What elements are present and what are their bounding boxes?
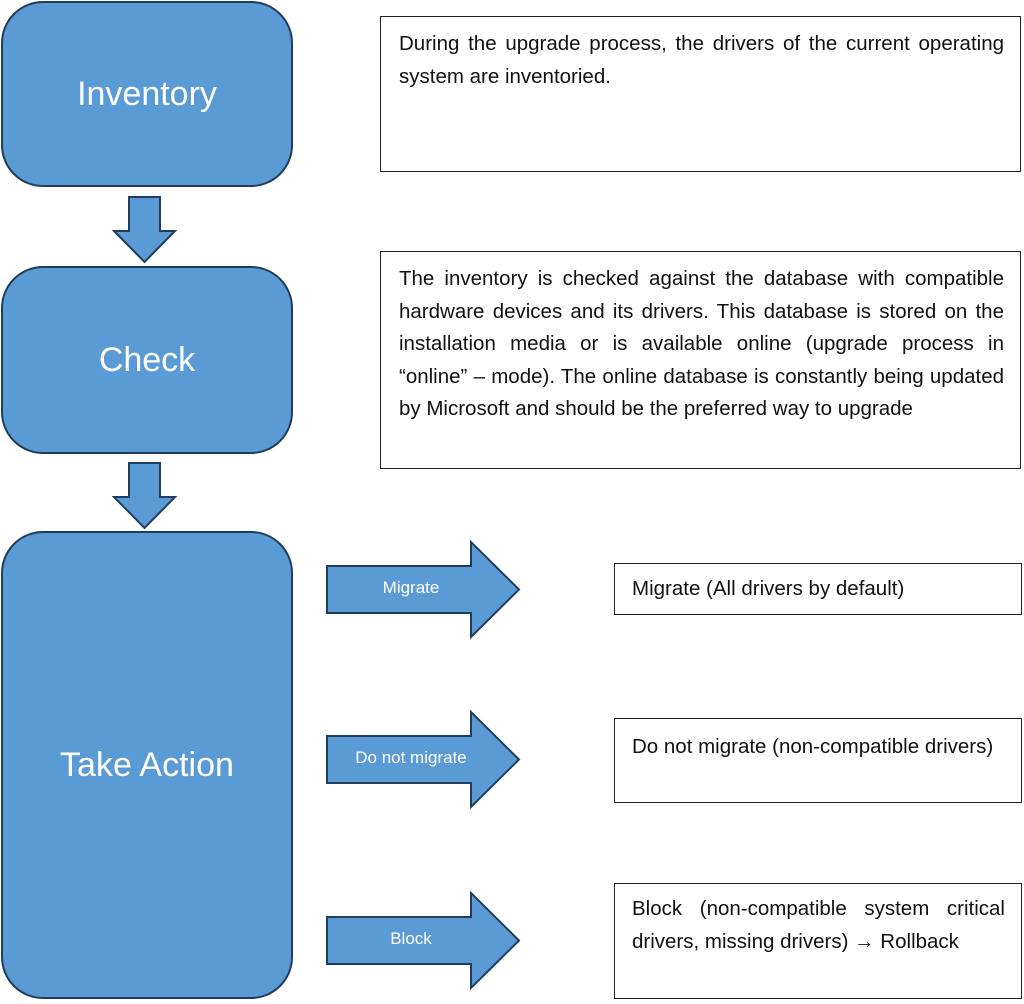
right-arrow-do-not-migrate [326, 709, 521, 810]
node-check: Check [1, 266, 293, 454]
arrow-label-migrate: Migrate [327, 569, 495, 607]
node-inventory-label: Inventory [77, 74, 217, 113]
node-check-label: Check [98, 340, 196, 379]
node-take-action: Take Action [1, 531, 293, 999]
arrow-label-block-text: Block [390, 929, 432, 948]
inventory-description-box: During the upgrade process, the drivers … [380, 16, 1021, 172]
right-arrow-migrate [326, 539, 521, 640]
node-take-action-label: Take Action [60, 745, 234, 784]
arrow-label-block: Block [327, 920, 495, 958]
result-block-text: Block (non-compatible system critical dr… [632, 897, 1005, 953]
check-description-box: The inventory is checked against the dat… [380, 251, 1021, 469]
inventory-description-text: During the upgrade process, the drivers … [399, 32, 1004, 88]
check-description-text: The inventory is checked against the dat… [399, 267, 1004, 420]
arrow-label-migrate-text: Migrate [382, 578, 440, 597]
result-box-block: Block (non-compatible system critical dr… [614, 883, 1022, 999]
result-migrate-text: Migrate (All drivers by default) [632, 577, 905, 600]
right-arrow-block [326, 890, 521, 991]
node-inventory: Inventory [1, 1, 293, 187]
arrow-label-do-not-migrate-text: Do not migrate [355, 748, 467, 767]
arrow-label-do-not-migrate: Do not migrate [327, 739, 495, 777]
result-box-do-not-migrate: Do not migrate (non-compatible drivers) [614, 718, 1022, 803]
down-arrow-check-to-action [111, 462, 178, 530]
result-box-migrate: Migrate (All drivers by default) [614, 563, 1022, 615]
down-arrow-inventory-to-check [111, 196, 178, 264]
result-do-not-migrate-text: Do not migrate (non-compatible drivers) [632, 735, 994, 758]
